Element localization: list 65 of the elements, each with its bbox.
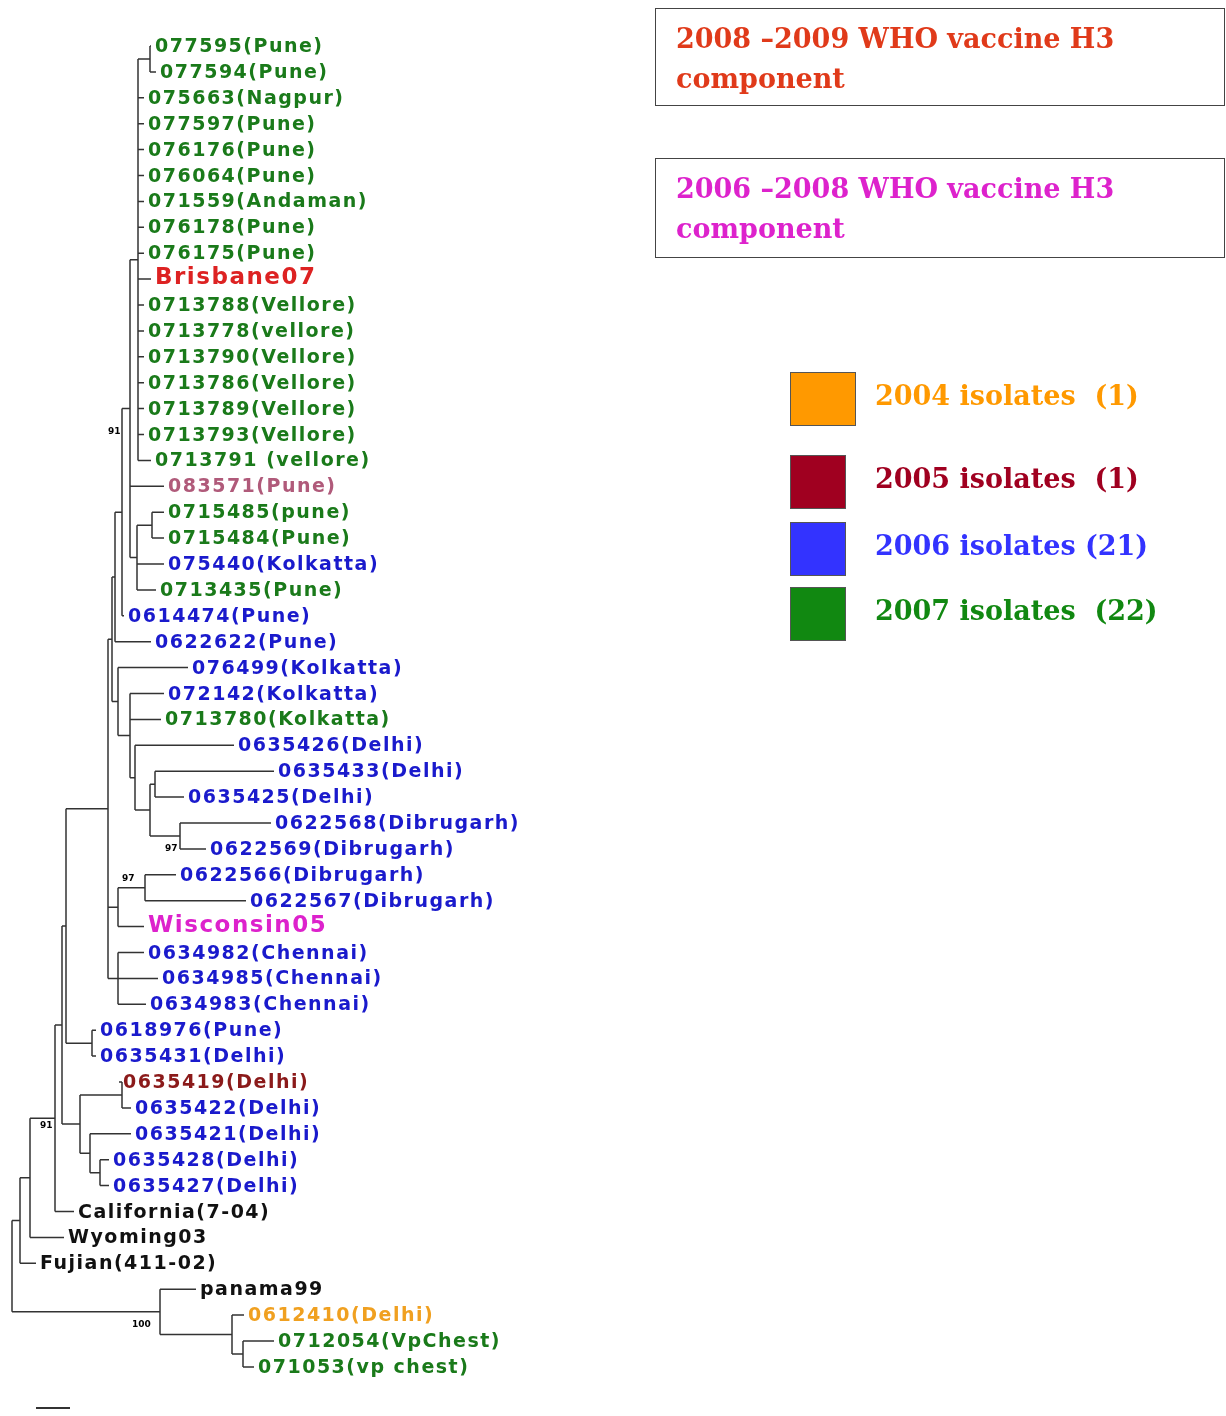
taxon-label: 071559(Andaman) (148, 189, 368, 212)
taxon-label: 071053(vp chest) (258, 1354, 470, 1377)
taxon-label: 0635427(Delhi) (113, 1173, 300, 1196)
taxon-label: 075663(Nagpur) (148, 85, 345, 108)
box-caption: 2008 –2009 WHO vaccine H3 component (676, 22, 1116, 96)
box-caption: 2006 –2008 WHO vaccine H3 component (676, 172, 1116, 246)
taxon-label: 0618976(Pune) (100, 1018, 284, 1041)
taxon-label: 0713435(Pune) (160, 577, 344, 600)
taxon-label: 0713786(Vellore) (148, 370, 357, 393)
taxon-label: 076064(Pune) (148, 163, 317, 186)
taxon-label: 083571(Pune) (168, 474, 337, 497)
taxon-label: 075440(Kolkatta) (168, 552, 380, 574)
taxon-label: 0713793(Vellore) (148, 422, 357, 445)
vaccine-strain-box (655, 8, 1225, 106)
taxon-label: 0612410(Delhi) (248, 1303, 435, 1326)
taxon-label: 0634985(Chennai) (162, 966, 383, 989)
taxon-label: 0715485(pune) (168, 500, 351, 523)
taxon-label: 0635426(Delhi) (238, 733, 425, 756)
taxon-label: panama99 (200, 1277, 324, 1300)
bootstrap-value: 97 (165, 843, 178, 853)
taxon-label: 077594(Pune) (160, 59, 329, 82)
taxon-label: 0713789(Vellore) (148, 396, 357, 419)
taxon-label: 0635428(Delhi) (113, 1147, 300, 1170)
taxon-label: 0622569(Dibrugarh) (210, 836, 455, 859)
taxon-label: 0635419(Delhi) (123, 1070, 310, 1092)
bootstrap-value: 97 (122, 873, 135, 883)
taxon-label: 0614474(Pune) (128, 603, 312, 626)
taxon-label: 0622566(Dibrugarh) (180, 862, 425, 885)
taxon-label: 0622568(Dibrugarh) (275, 811, 520, 833)
taxon-label: 072142(Kolkatta) (168, 681, 380, 704)
legend-label: 2004 isolates (1) (875, 380, 1139, 411)
taxon-label: 0713791 (vellore) (155, 448, 371, 471)
taxon-label: Fujian(411-02) (40, 1251, 218, 1274)
taxon-label: 0635431(Delhi) (100, 1044, 287, 1067)
taxon-label: Wyoming03 (68, 1225, 208, 1248)
taxon-label: 0635422(Delhi) (135, 1095, 322, 1118)
taxon-label: 076176(Pune) (148, 137, 317, 160)
taxon-label: California(7-04) (78, 1199, 271, 1222)
bootstrap-value: 100 (132, 1319, 151, 1329)
legend-label: 2007 isolates (22) (875, 595, 1158, 626)
taxon-label: 0712054(VpChest) (278, 1329, 501, 1351)
legend-label: 2006 isolates (21) (875, 530, 1149, 561)
taxon-label: 076499(Kolkatta) (192, 655, 404, 678)
taxon-label: 0622622(Pune) (155, 629, 339, 652)
taxon-label: 0635421(Delhi) (135, 1121, 322, 1144)
taxon-label: 0635433(Delhi) (278, 759, 465, 782)
taxon-label: 0713780(Kolkatta) (165, 707, 391, 730)
taxon-label: 0622567(Dibrugarh) (250, 888, 495, 911)
taxon-label: Wisconsin05 (148, 912, 328, 935)
bootstrap-value: 91 (108, 426, 121, 436)
taxon-label: Brisbane07 (155, 265, 317, 288)
taxon-label: 077595(Pune) (155, 34, 324, 56)
legend-label: 2005 isolates (1) (875, 463, 1139, 494)
taxon-label: 0635425(Delhi) (188, 785, 375, 808)
taxon-label: 0713788(Vellore) (148, 293, 357, 315)
vaccine-strain-box (655, 158, 1225, 258)
taxon-label: 0715484(Pune) (168, 526, 352, 549)
taxon-label: 0713778(vellore) (148, 318, 356, 341)
taxon-label: 0634983(Chennai) (150, 992, 371, 1015)
taxon-label: 076178(Pune) (148, 215, 317, 238)
taxon-label: 0634982(Chennai) (148, 940, 369, 963)
taxon-label: 0713790(Vellore) (148, 344, 357, 367)
taxon-label: 076175(Pune) (148, 241, 317, 264)
taxon-label: 077597(Pune) (148, 111, 317, 134)
bootstrap-value: 91 (40, 1120, 53, 1130)
